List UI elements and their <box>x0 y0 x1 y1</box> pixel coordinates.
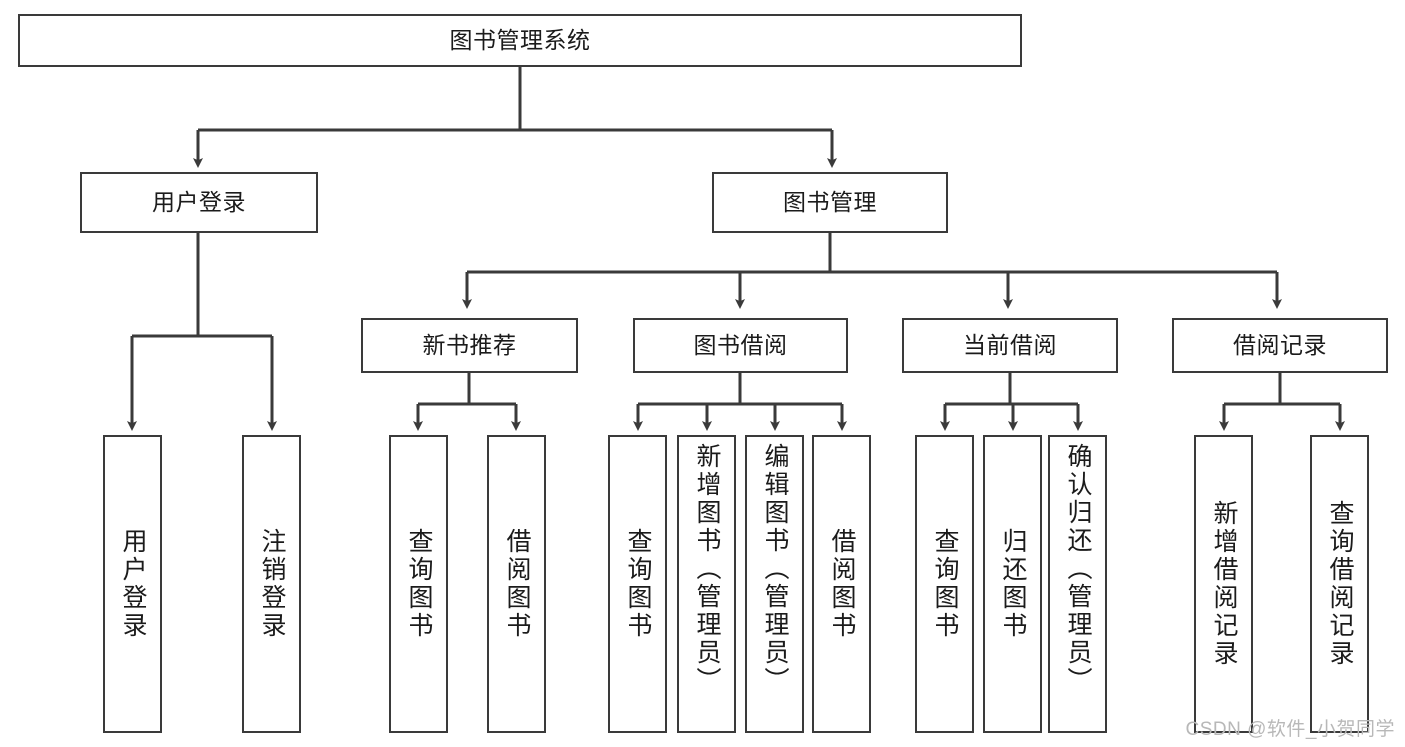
node-label: 借阅图书 <box>828 528 856 640</box>
leaf-recommend-borrow-book[interactable]: 借阅图书 <box>487 435 546 733</box>
node-label: 查询图书 <box>931 528 959 640</box>
node-label: 借阅记录 <box>1233 332 1327 359</box>
node-label: 查询借阅记录 <box>1326 500 1354 668</box>
node-user-login[interactable]: 用户登录 <box>80 172 318 233</box>
leaf-borrow-borrow-book[interactable]: 借阅图书 <box>812 435 871 733</box>
node-label: 新增图书（管理员） <box>693 443 721 695</box>
node-book-management[interactable]: 图书管理 <box>712 172 948 233</box>
node-label: 当前借阅 <box>963 332 1057 359</box>
node-label: 借阅图书 <box>503 528 531 640</box>
node-label: 编辑图书（管理员） <box>761 443 789 695</box>
leaf-recommend-query-book[interactable]: 查询图书 <box>389 435 448 733</box>
leaf-current-query-book[interactable]: 查询图书 <box>915 435 974 733</box>
node-label: 新书推荐 <box>422 332 517 359</box>
leaf-borrow-add-book-admin[interactable]: 新增图书（管理员） <box>677 435 736 733</box>
node-book-borrow[interactable]: 图书借阅 <box>633 318 848 373</box>
node-new-book-recommend[interactable]: 新书推荐 <box>361 318 578 373</box>
leaf-current-confirm-return-admin[interactable]: 确认归还（管理员） <box>1048 435 1107 733</box>
leaf-current-return-book[interactable]: 归还图书 <box>983 435 1042 733</box>
node-label: 注销登录 <box>258 528 286 640</box>
node-label: 用户登录 <box>119 528 147 640</box>
node-label: 新增借阅记录 <box>1210 500 1238 668</box>
node-borrow-record[interactable]: 借阅记录 <box>1172 318 1388 373</box>
node-label: 用户登录 <box>152 189 246 216</box>
leaf-user-login-login[interactable]: 用户登录 <box>103 435 162 733</box>
leaf-record-query-record[interactable]: 查询借阅记录 <box>1310 435 1369 733</box>
node-label: 图书管理系统 <box>449 27 591 54</box>
node-label: 确认归还（管理员） <box>1064 443 1092 695</box>
node-label: 图书借阅 <box>693 332 788 359</box>
node-root-system[interactable]: 图书管理系统 <box>18 14 1022 67</box>
leaf-borrow-query-book[interactable]: 查询图书 <box>608 435 667 733</box>
node-current-borrow[interactable]: 当前借阅 <box>902 318 1118 373</box>
leaf-record-add-record[interactable]: 新增借阅记录 <box>1194 435 1253 733</box>
node-label: 查询图书 <box>405 528 433 640</box>
leaf-user-login-logout[interactable]: 注销登录 <box>242 435 301 733</box>
leaf-borrow-edit-book-admin[interactable]: 编辑图书（管理员） <box>745 435 804 733</box>
node-label: 查询图书 <box>624 528 652 640</box>
node-label: 图书管理 <box>783 189 877 216</box>
node-label: 归还图书 <box>999 528 1027 640</box>
